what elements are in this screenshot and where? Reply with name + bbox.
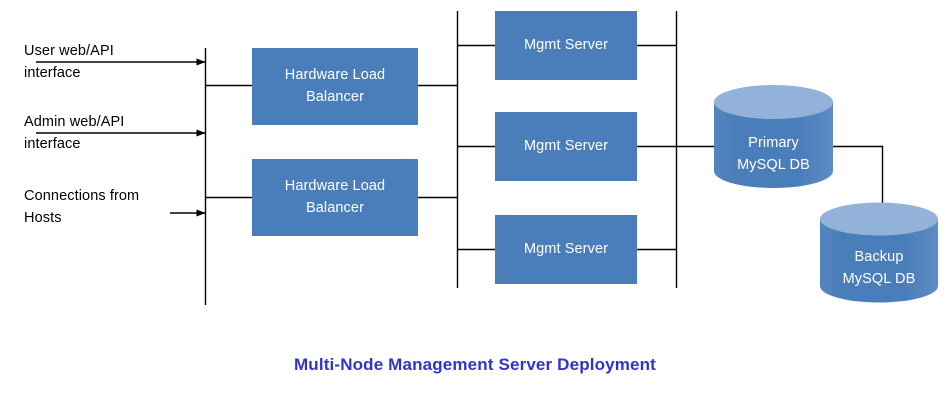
input-label-admin-web-api: Admin web/API interface [24,114,125,153]
node-label: Hardware Load Balancer [284,66,386,105]
node-hardware-load-balancer-2[interactable]: Hardware Load Balancer [252,159,418,236]
node-backup-mysql-db[interactable]: Backup MySQL DB [820,202,938,303]
backup-db-cylinder-shape [820,202,938,303]
input-label-host-connections: Connections from Hosts [24,188,140,227]
node-mgmt-server-2[interactable]: Mgmt Server [495,112,637,181]
node-label: Primary MySQL DB [737,135,810,173]
primary-db-cylinder-shape [714,85,833,188]
node-label: Hardware Load Balancer [284,177,386,216]
diagram-title: Multi-Node Management Server Deployment [294,355,656,374]
node-label: Mgmt Server [523,240,609,257]
node-mgmt-server-1[interactable]: Mgmt Server [495,11,637,80]
node-label: Mgmt Server [523,137,609,154]
node-label: Backup MySQL DB [842,249,916,287]
node-primary-mysql-db[interactable]: Primary MySQL DB [714,85,833,188]
input-label-user-web-api: User web/API interface [24,43,114,82]
node-mgmt-server-3[interactable]: Mgmt Server [495,215,637,284]
link-primary-to-backup [828,145,884,219]
node-label: Mgmt Server [523,36,609,53]
node-hardware-load-balancer-1[interactable]: Hardware Load Balancer [252,48,418,125]
